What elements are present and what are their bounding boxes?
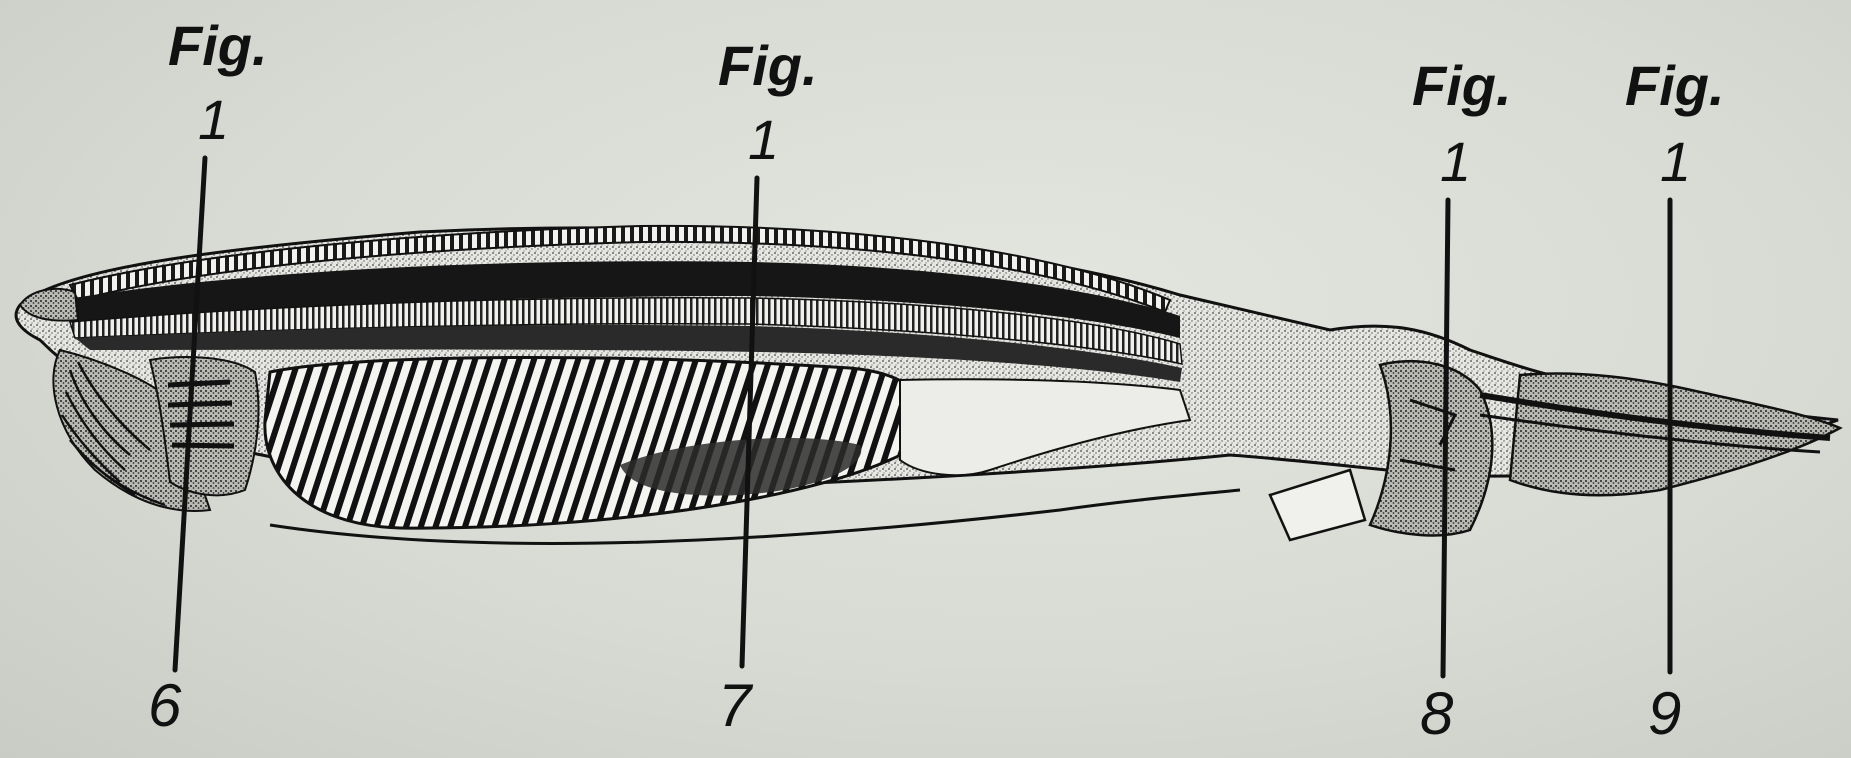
callout-8-fig-label: Fig. xyxy=(1412,58,1512,114)
callout-6-fig-label: Fig. xyxy=(168,18,268,74)
callout-8-fig-number: 1 xyxy=(1440,134,1471,190)
callout-6-fig-number: 1 xyxy=(198,92,229,148)
callout-9-fig-label: Fig. xyxy=(1625,58,1725,114)
callout-7-fig-number: 1 xyxy=(748,112,779,168)
callout-7-fig-label: Fig. xyxy=(718,38,818,94)
callout-9-fig-number: 1 xyxy=(1660,134,1691,190)
callout-7-part-number: 7 xyxy=(718,676,751,736)
callout-8-part-number: 8 xyxy=(1420,684,1453,744)
callout-9-part-number: 9 xyxy=(1648,684,1681,744)
callout-6-part-number: 6 xyxy=(148,676,181,736)
leader-line-8 xyxy=(1443,200,1448,676)
atriopore xyxy=(1270,470,1365,540)
